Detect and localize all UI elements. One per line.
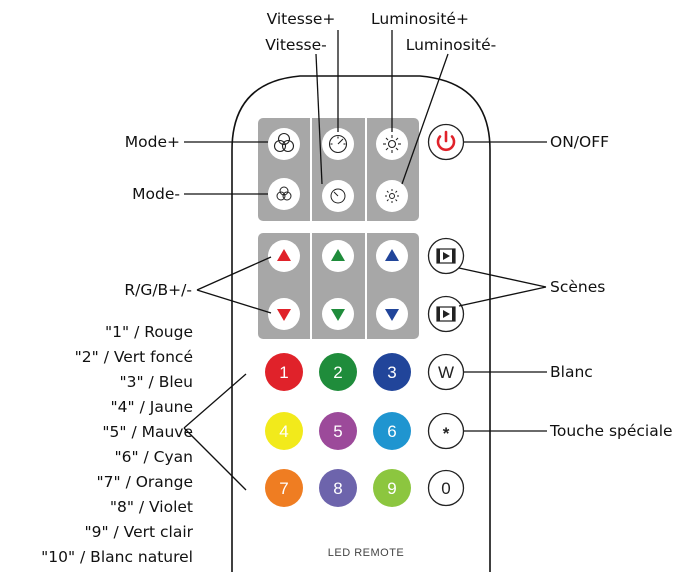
power-button[interactable] <box>427 123 465 161</box>
label-vitesse-plus: Vitesse+ <box>267 10 336 28</box>
scene-minus-button[interactable] <box>427 295 465 333</box>
label-mode-minus: Mode- <box>132 185 180 203</box>
brightness-plus-button[interactable] <box>376 128 408 160</box>
speedometer-small-icon <box>330 188 346 204</box>
power-icon <box>436 130 456 152</box>
number-button-8-fill <box>319 469 357 507</box>
color-list-item: "4" / Jaune <box>111 398 193 416</box>
number-button-6[interactable]: 6 <box>373 412 411 450</box>
number-button-4-fill <box>265 412 303 450</box>
label-scenes: Scènes <box>550 278 605 296</box>
color-list: "1" / Rouge "2" / Vert foncé "3" / Bleu … <box>41 323 194 566</box>
green-up-button[interactable] <box>322 240 354 272</box>
color-list-item: "10" / Blanc naturel <box>41 548 193 566</box>
color-list-item: "7" / Orange <box>97 473 193 491</box>
label-blanc: Blanc <box>550 363 593 381</box>
number-button-1-fill <box>265 353 303 391</box>
mode-rings-icon <box>273 132 295 153</box>
speed-minus-button[interactable] <box>322 180 354 212</box>
number-button-7[interactable]: 7 <box>265 469 303 507</box>
color-list-item: "1" / Rouge <box>105 323 193 341</box>
blue-up-button[interactable] <box>376 240 408 272</box>
down-arrow-icon <box>385 309 399 321</box>
mode-plus-button[interactable] <box>268 128 300 160</box>
brightness-minus-button[interactable] <box>376 180 408 212</box>
speedometer-icon <box>328 134 348 154</box>
color-list-item: "2" / Vert foncé <box>75 348 193 366</box>
up-arrow-icon <box>277 249 291 261</box>
red-up-button[interactable] <box>268 240 300 272</box>
sun-icon <box>383 135 401 153</box>
number-button-9[interactable]: 9 <box>373 469 411 507</box>
number-button-5[interactable]: 5 <box>319 412 357 450</box>
color-list-item: "3" / Bleu <box>120 373 194 391</box>
label-mode-plus: Mode+ <box>125 133 180 151</box>
number-button-4-label: 4 <box>279 422 288 441</box>
number-button-3[interactable]: 3 <box>373 353 411 391</box>
film-play-icon <box>436 306 456 322</box>
label-luminosite-plus: Luminosité+ <box>371 10 469 28</box>
special-button[interactable]: * <box>427 412 465 450</box>
color-list-item: "6" / Cyan <box>114 448 193 466</box>
speed-plus-button[interactable] <box>322 128 354 160</box>
number-button-3-fill <box>373 353 411 391</box>
zero-button-label: 0 <box>441 479 450 498</box>
color-list-item: "5" / Mauve <box>102 423 193 441</box>
up-arrow-icon <box>331 249 345 261</box>
label-on-off: ON/OFF <box>550 133 609 151</box>
white-button[interactable]: W <box>427 353 465 391</box>
number-button-6-label: 6 <box>387 422 396 441</box>
label-vitesse-minus: Vitesse- <box>265 36 326 54</box>
number-button-1-label: 1 <box>279 363 288 382</box>
zero-button[interactable]: 0 <box>427 469 465 507</box>
label-rgb: R/G/B+/- <box>124 281 192 299</box>
number-button-7-label: 7 <box>279 479 288 498</box>
red-down-button[interactable] <box>268 298 300 330</box>
label-touche-speciale: Touche spéciale <box>549 422 673 440</box>
sun-small-icon <box>385 189 399 203</box>
green-down-button[interactable] <box>322 298 354 330</box>
led-remote-label: LED REMOTE <box>328 547 405 559</box>
number-button-2-fill <box>319 353 357 391</box>
number-button-9-fill <box>373 469 411 507</box>
mode-rings-small-icon <box>276 186 292 201</box>
film-play-icon <box>436 248 456 264</box>
number-button-6-fill <box>373 412 411 450</box>
mode-minus-button[interactable] <box>268 178 300 210</box>
down-arrow-icon <box>331 309 345 321</box>
number-button-8-label: 8 <box>333 479 342 498</box>
color-list-item: "8" / Violet <box>110 498 193 516</box>
up-arrow-icon <box>385 249 399 261</box>
number-button-2[interactable]: 2 <box>319 353 357 391</box>
number-button-8[interactable]: 8 <box>319 469 357 507</box>
number-button-4[interactable]: 4 <box>265 412 303 450</box>
white-button-label: W <box>438 363 454 382</box>
number-button-3-label: 3 <box>387 363 396 382</box>
label-luminosite-minus: Luminosité- <box>406 36 497 54</box>
number-button-1[interactable]: 1 <box>265 353 303 391</box>
down-arrow-icon <box>277 309 291 321</box>
number-button-5-fill <box>319 412 357 450</box>
leader-lines <box>183 30 547 491</box>
number-button-7-fill <box>265 469 303 507</box>
scene-plus-button[interactable] <box>427 237 465 275</box>
number-button-2-label: 2 <box>333 363 342 382</box>
number-button-9-label: 9 <box>387 479 396 498</box>
color-list-item: "9" / Vert clair <box>84 523 193 541</box>
number-button-5-label: 5 <box>333 422 342 441</box>
special-button-label: * <box>443 424 450 443</box>
blue-down-button[interactable] <box>376 298 408 330</box>
